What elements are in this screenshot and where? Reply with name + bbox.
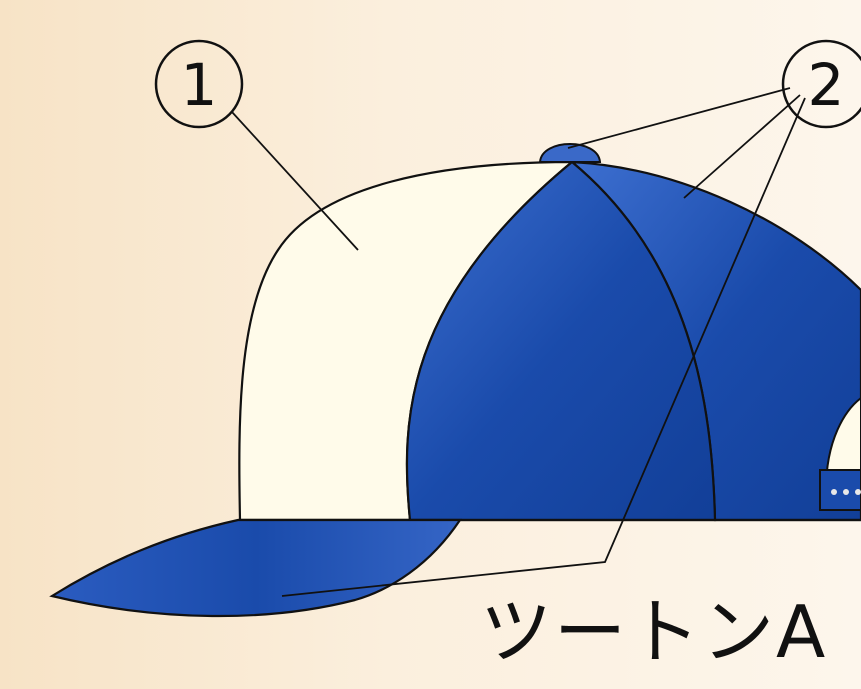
leader-line-2-back bbox=[684, 95, 800, 198]
leader-line-2-button bbox=[568, 88, 790, 148]
strap-hole bbox=[843, 489, 849, 495]
cap-strap bbox=[820, 470, 861, 510]
strap-hole bbox=[855, 489, 861, 495]
callout-2-number: 2 bbox=[808, 51, 845, 119]
callout-1-number: 1 bbox=[181, 51, 218, 119]
caption-title: ツートンA bbox=[480, 596, 827, 668]
strap-hole bbox=[831, 489, 837, 495]
cap-visor bbox=[52, 520, 460, 616]
